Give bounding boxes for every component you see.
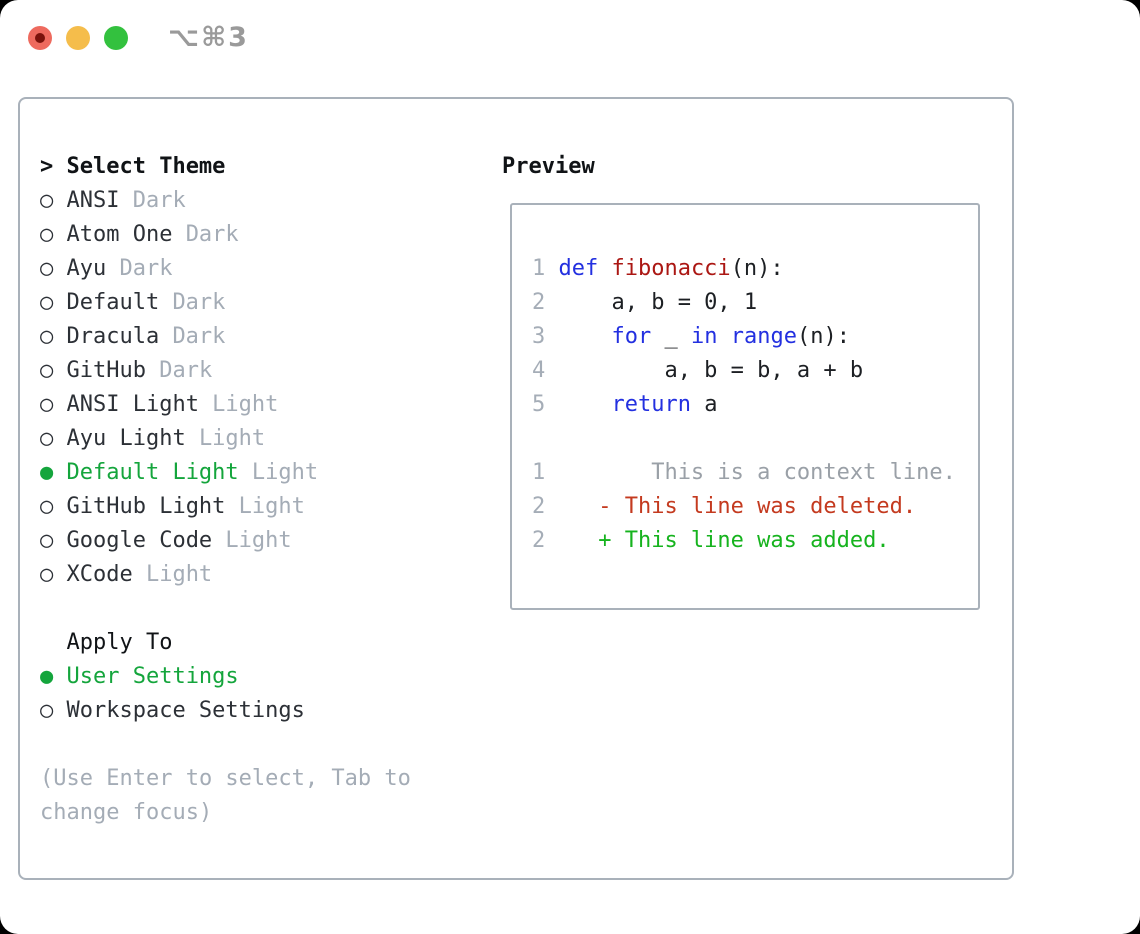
keyboard-hint: (Use Enter to select, Tab to change focu… bbox=[40, 766, 411, 825]
close-button[interactable] bbox=[28, 26, 52, 50]
radio-icon: ○ bbox=[40, 222, 54, 247]
radio-selected-icon: ● bbox=[40, 460, 54, 485]
radio-icon: ○ bbox=[40, 358, 54, 383]
radio-icon: ○ bbox=[40, 698, 54, 723]
code-line: 5 return a bbox=[532, 388, 978, 422]
radio-icon: ○ bbox=[40, 494, 54, 519]
radio-icon: ○ bbox=[40, 256, 54, 281]
line-number: 3 bbox=[532, 324, 546, 349]
apply-option-workspace-settings[interactable]: ○Workspace Settings bbox=[40, 694, 470, 728]
theme-list-header: > Select Theme bbox=[40, 150, 470, 184]
radio-icon: ○ bbox=[40, 188, 54, 213]
radio-selected-icon: ● bbox=[40, 664, 54, 689]
line-number: 2 bbox=[532, 494, 546, 519]
diff-deleted-line: 2 - This line was deleted. bbox=[532, 490, 978, 524]
close-button-dot bbox=[35, 33, 45, 43]
zoom-button[interactable] bbox=[104, 26, 128, 50]
line-number: 2 bbox=[532, 290, 546, 315]
radio-icon: ○ bbox=[40, 392, 54, 417]
apply-to-header: Apply To bbox=[66, 630, 173, 655]
line-number: 1 bbox=[532, 460, 546, 485]
line-number: 4 bbox=[532, 358, 546, 383]
minimize-button[interactable] bbox=[66, 26, 90, 50]
selection-caret-icon: > bbox=[40, 154, 54, 179]
line-number: 5 bbox=[532, 392, 546, 417]
radio-icon: ○ bbox=[40, 528, 54, 553]
spacer bbox=[40, 592, 470, 626]
apply-option-user-settings[interactable]: ●User Settings bbox=[40, 660, 470, 694]
window-title: ⌥⌘3 bbox=[168, 22, 249, 53]
spacer bbox=[40, 728, 470, 762]
radio-icon: ○ bbox=[40, 426, 54, 451]
code-line: 3 for _ in range(n): bbox=[532, 320, 978, 354]
diff-added-line: 2 + This line was added. bbox=[532, 524, 978, 558]
diff-context-line: 1 This is a context line. bbox=[532, 456, 978, 490]
code-line: 4 a, b = b, a + b bbox=[532, 354, 978, 388]
line-number: 2 bbox=[532, 528, 546, 553]
code-line: 2 a, b = 0, 1 bbox=[532, 286, 978, 320]
radio-icon: ○ bbox=[40, 324, 54, 349]
line-number: 1 bbox=[532, 256, 546, 281]
theme-list-title: Select Theme bbox=[66, 154, 226, 179]
radio-icon: ○ bbox=[40, 290, 54, 315]
radio-icon: ○ bbox=[40, 562, 54, 587]
preview-title: Preview bbox=[502, 154, 595, 179]
blank-line bbox=[532, 422, 978, 456]
